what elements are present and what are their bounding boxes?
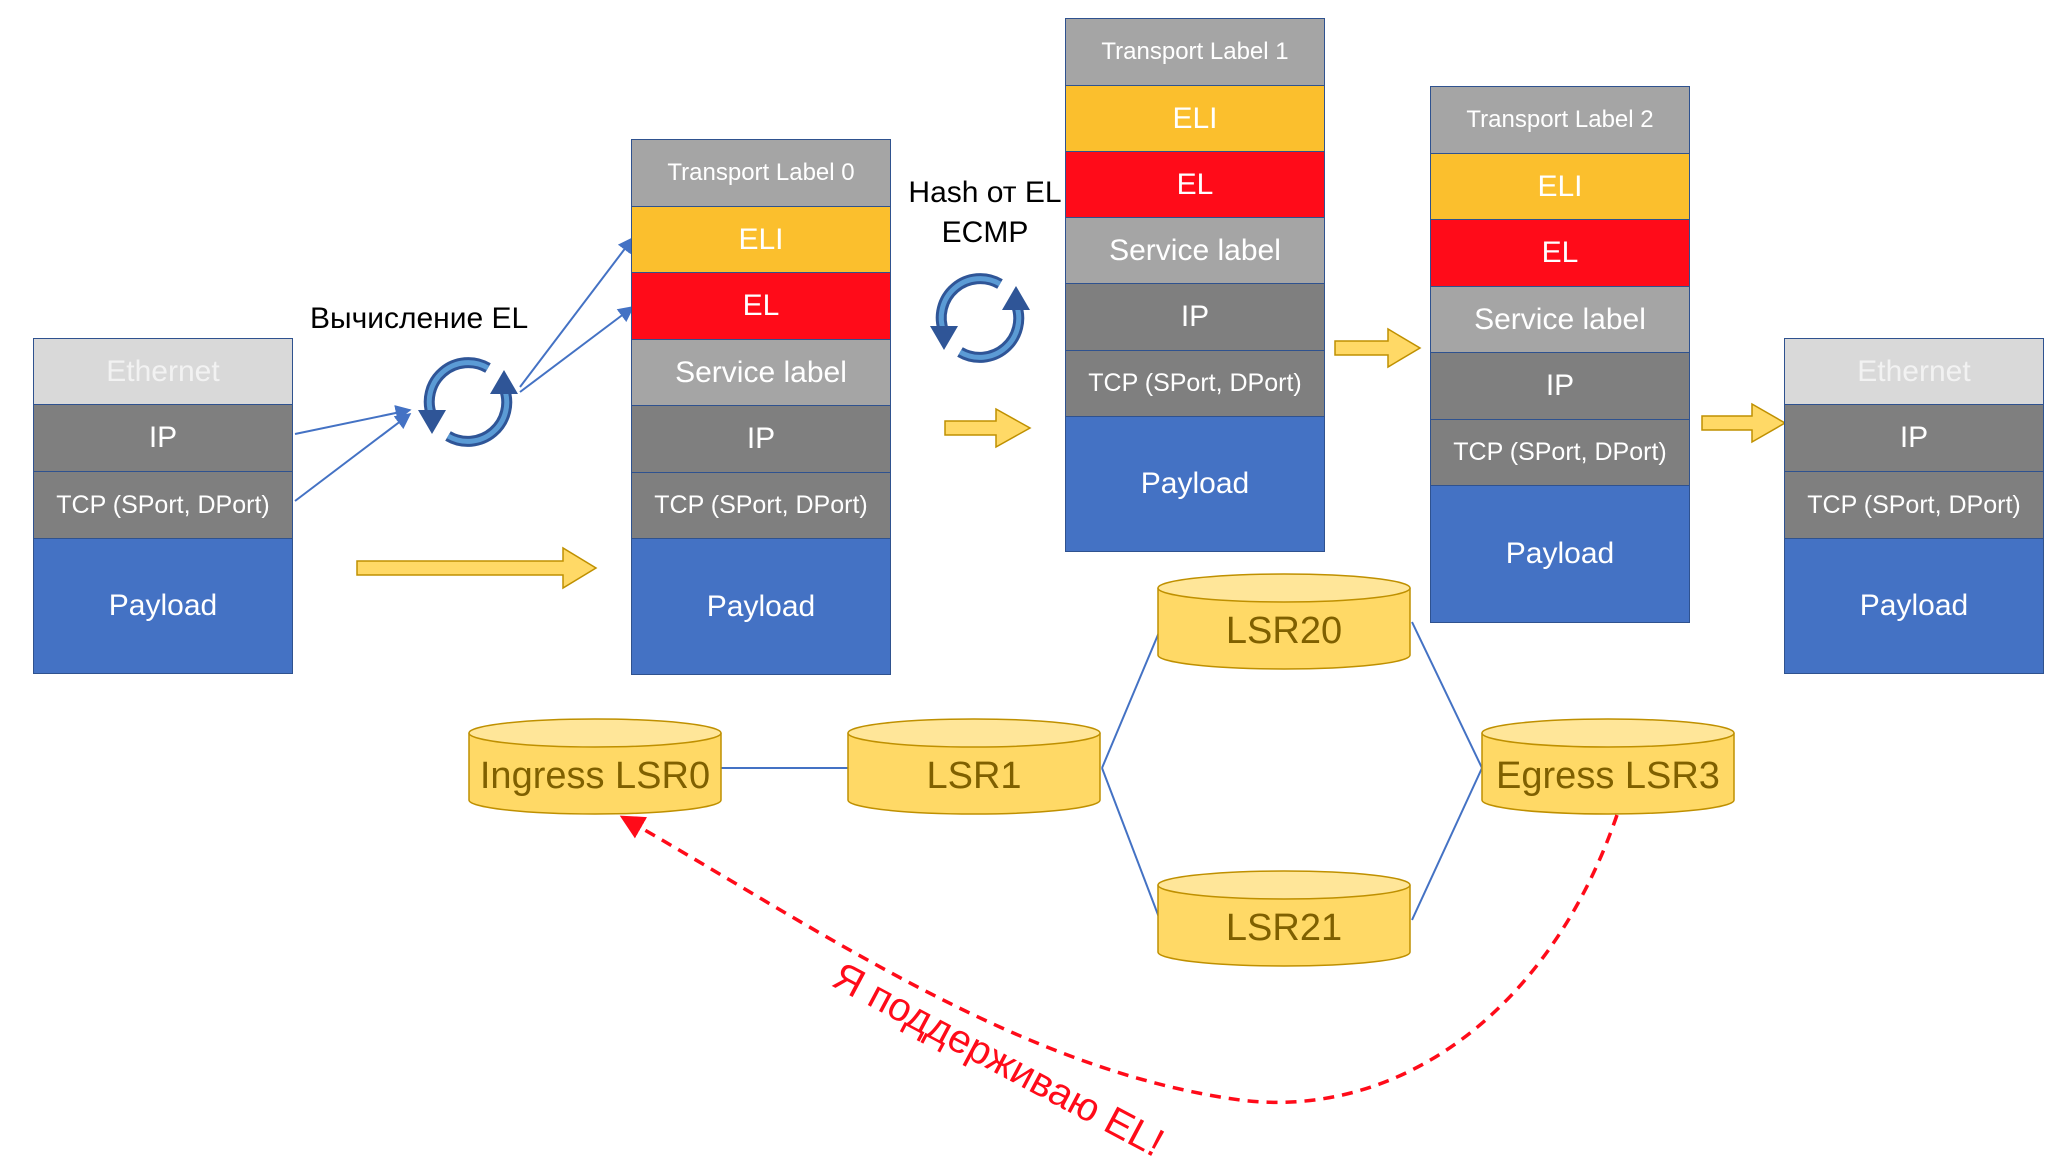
support-message-text: Я поддерживаю EL!: [826, 954, 1171, 1156]
service-label-cell: Service label: [632, 340, 890, 406]
node-lsr1: LSR1: [847, 718, 1101, 815]
node-lsr0: Ingress LSR0: [468, 718, 722, 815]
payload-cell: Payload: [1066, 417, 1324, 551]
network-links: [721, 621, 1483, 921]
transport-label-cell: Transport Label 0: [632, 140, 890, 207]
packet-stack-egress: Ethernet IP TCP (SPort, DPort) Payload: [1784, 338, 2044, 674]
ip-cell: IP: [34, 405, 292, 472]
ethernet-cell: Ethernet: [34, 339, 292, 405]
node-label: LSR20: [1226, 610, 1342, 652]
flow-arrow: [1334, 327, 1422, 369]
tcp-cell: TCP (SPort, DPort): [34, 472, 292, 539]
link-lsr21-lsr3: [1411, 767, 1483, 921]
tcp-cell: TCP (SPort, DPort): [1785, 472, 2043, 539]
packet-stack-ingress: Transport Label 0 ELI EL Service label I…: [631, 139, 891, 675]
hash-label-line2: ECMP: [941, 216, 1029, 249]
el-cell: EL: [1066, 152, 1324, 218]
transport-label-cell: Transport Label 1: [1066, 19, 1324, 86]
payload-cell: Payload: [1785, 539, 2043, 673]
payload-cell: Payload: [632, 539, 890, 674]
flow-arrow: [944, 407, 1032, 449]
eli-cell: ELI: [1066, 86, 1324, 152]
packet-stack-hop1: Transport Label 1 ELI EL Service label I…: [1065, 18, 1325, 552]
flow-arrow: [356, 546, 598, 590]
hash-label: Hash от EL ECMP: [895, 173, 1075, 253]
ip-cell: IP: [1066, 284, 1324, 351]
packet-stack-original: Ethernet IP TCP (SPort, DPort) Payload: [33, 338, 293, 674]
tcp-cell: TCP (SPort, DPort): [1066, 351, 1324, 417]
link-lsr20-lsr3: [1411, 621, 1483, 769]
node-lsr20: LSR20: [1157, 573, 1411, 670]
ip-cell: IP: [1431, 353, 1689, 420]
calc-el-label: Вычисление EL: [310, 302, 529, 335]
flow-arrows: [356, 327, 1787, 590]
node-label: Ingress LSR0: [480, 755, 710, 797]
node-label: LSR21: [1226, 907, 1342, 949]
flow-arrow: [1701, 402, 1787, 444]
link-lsr1-lsr20: [1101, 629, 1161, 769]
transport-label-cell: Transport Label 2: [1431, 87, 1689, 154]
node-label: LSR1: [926, 755, 1021, 797]
link-lsr1-lsr21: [1101, 767, 1161, 921]
service-label-cell: Service label: [1431, 287, 1689, 353]
service-label-cell: Service label: [1066, 218, 1324, 284]
tcp-cell: TCP (SPort, DPort): [1431, 420, 1689, 486]
ip-cell: IP: [632, 406, 890, 473]
ethernet-cell: Ethernet: [1785, 339, 2043, 405]
cycle-arrows-icon: [930, 273, 1030, 363]
el-cell: EL: [1431, 220, 1689, 287]
calc-el-arrows: [294, 236, 635, 502]
payload-cell: Payload: [34, 539, 292, 673]
node-lsr3: Egress LSR3: [1481, 718, 1735, 815]
support-message-arrow: [619, 814, 1619, 1105]
el-cell: EL: [632, 273, 890, 340]
payload-cell: Payload: [1431, 486, 1689, 622]
cycle-arrows-icon: [418, 357, 518, 447]
ip-cell: IP: [1785, 405, 2043, 472]
node-label: Egress LSR3: [1496, 755, 1720, 797]
hash-label-line1: Hash от EL: [908, 176, 1062, 209]
tcp-cell: TCP (SPort, DPort): [632, 473, 890, 539]
eli-cell: ELI: [632, 207, 890, 273]
node-lsr21: LSR21: [1157, 870, 1411, 967]
packet-stack-hop2: Transport Label 2 ELI EL Service label I…: [1430, 86, 1690, 623]
eli-cell: ELI: [1431, 154, 1689, 220]
